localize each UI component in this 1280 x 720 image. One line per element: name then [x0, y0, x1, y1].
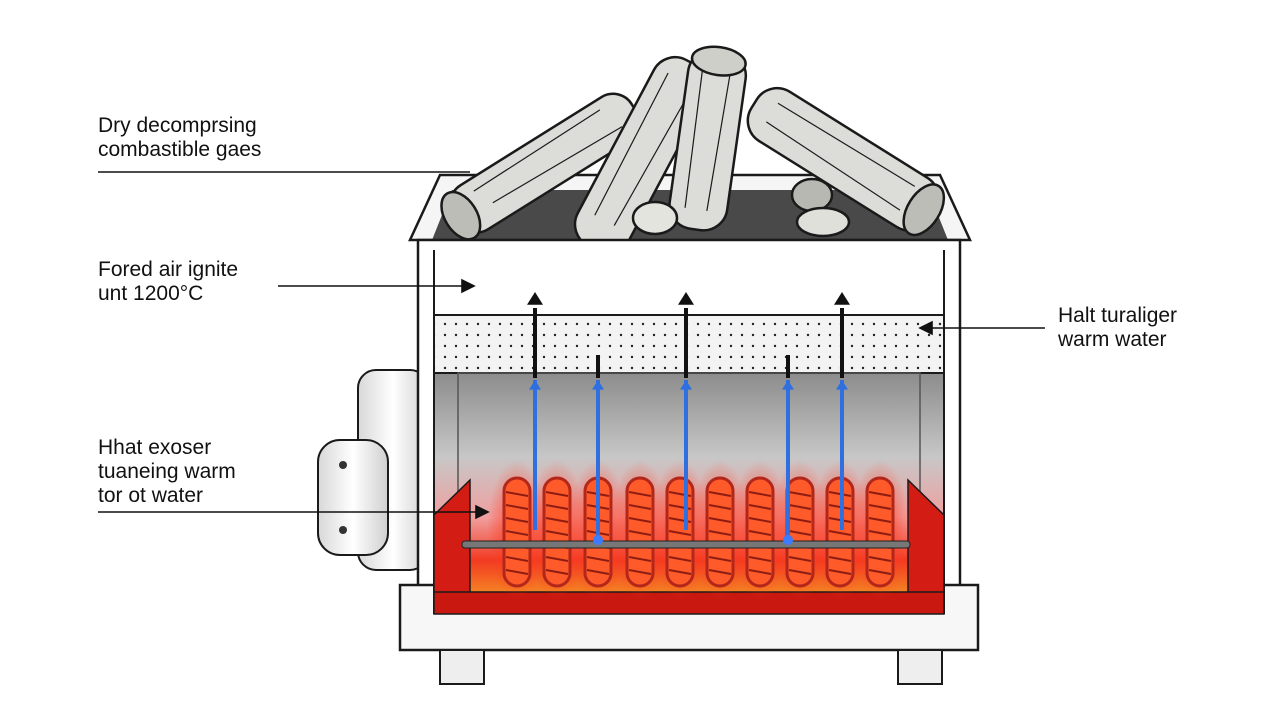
- burner-fan-housing: [317, 369, 429, 571]
- coil-winding: [868, 517, 892, 523]
- label-gas-decomposition: Dry decomprsing combastible gaes: [98, 114, 261, 162]
- coil-winding: [708, 517, 732, 523]
- water-pipe: [461, 540, 911, 549]
- coil-winding: [828, 530, 852, 536]
- coil-winding: [545, 556, 569, 562]
- coil-winding: [668, 569, 692, 575]
- coil-winding: [788, 491, 812, 497]
- coil-winding: [748, 491, 772, 497]
- coil-winding: [505, 491, 529, 497]
- coil-winding: [708, 491, 732, 497]
- label-heat-exchanger-line-2: tuaneing warm: [98, 460, 236, 483]
- coil-winding: [868, 504, 892, 510]
- coil-winding: [545, 530, 569, 536]
- coil-winding: [868, 556, 892, 562]
- leader-lines: [98, 171, 1045, 520]
- coil-winding: [748, 517, 772, 523]
- flow-arrows: [527, 292, 850, 545]
- arrow-up-icon: [678, 292, 694, 305]
- coil-winding: [828, 556, 852, 562]
- coil-winding: [505, 556, 529, 562]
- coil-winding: [628, 530, 652, 536]
- coil-winding: [708, 569, 732, 575]
- water-inlet-dot: [593, 535, 603, 545]
- coil-winding: [708, 530, 732, 536]
- coil-winding: [505, 517, 529, 523]
- coil-winding: [788, 517, 812, 523]
- arrow-up-icon: [834, 292, 850, 305]
- coil-winding: [545, 491, 569, 497]
- label-gas-decomposition-line-2: combastible gaes: [98, 138, 262, 161]
- label-heat-exchanger: Hhat exoser tuaneing warm tor ot water: [98, 436, 236, 508]
- coil-winding: [545, 517, 569, 523]
- coil-winding: [748, 556, 772, 562]
- label-forced-air-line-1: Fored air ignite: [98, 258, 239, 281]
- coil-winding: [788, 556, 812, 562]
- coil-winding: [748, 504, 772, 510]
- coil-winding: [505, 504, 529, 510]
- coil-winding: [628, 491, 652, 497]
- perforated-grate: [433, 314, 945, 374]
- coil-winding: [628, 556, 652, 562]
- coil-winding: [748, 569, 772, 575]
- coil-winding: [668, 530, 692, 536]
- label-gas-decomposition-line-1: Dry decomprsing: [98, 114, 257, 137]
- label-heat-exchanger-line-3: tor ot water: [98, 484, 204, 507]
- label-warm-water: Halt turaliger warm water: [1058, 304, 1177, 352]
- arrow-up-icon: [527, 292, 543, 305]
- label-heat-exchanger-line-1: Hhat exoser: [98, 436, 212, 459]
- coil-winding: [868, 491, 892, 497]
- label-warm-water-line-2: warm water: [1058, 328, 1167, 351]
- coil-winding: [586, 556, 610, 562]
- coil-winding: [788, 530, 812, 536]
- coil-winding: [628, 517, 652, 523]
- coil-winding: [545, 504, 569, 510]
- coil-winding: [628, 504, 652, 510]
- coil-winding: [505, 569, 529, 575]
- coil-winding: [668, 556, 692, 562]
- coil-winding: [586, 569, 610, 575]
- arrow-up-icon: [680, 380, 692, 390]
- label-warm-water-line-1: Halt turaliger: [1058, 304, 1178, 327]
- coil-winding: [708, 556, 732, 562]
- coil-winding: [788, 569, 812, 575]
- arrow-up-icon: [836, 380, 848, 390]
- coil-winding: [628, 569, 652, 575]
- arrow-up-icon: [782, 380, 794, 390]
- coil-winding: [868, 530, 892, 536]
- log-pile-icon: [440, 45, 946, 255]
- heat-coil-icon: [487, 460, 910, 600]
- coil-winding: [868, 569, 892, 575]
- water-inlet-dot: [783, 535, 793, 545]
- coil-winding: [748, 530, 772, 536]
- coil-winding: [505, 530, 529, 536]
- coil-winding: [788, 504, 812, 510]
- label-forced-air-line-2: unt 1200°C: [98, 282, 204, 305]
- arrow-up-icon: [592, 380, 604, 390]
- arrow-up-icon: [529, 380, 541, 390]
- label-forced-air: Fored air ignite unt 1200°C: [98, 258, 238, 306]
- coil-winding: [708, 504, 732, 510]
- coil-winding: [545, 569, 569, 575]
- coil-winding: [828, 569, 852, 575]
